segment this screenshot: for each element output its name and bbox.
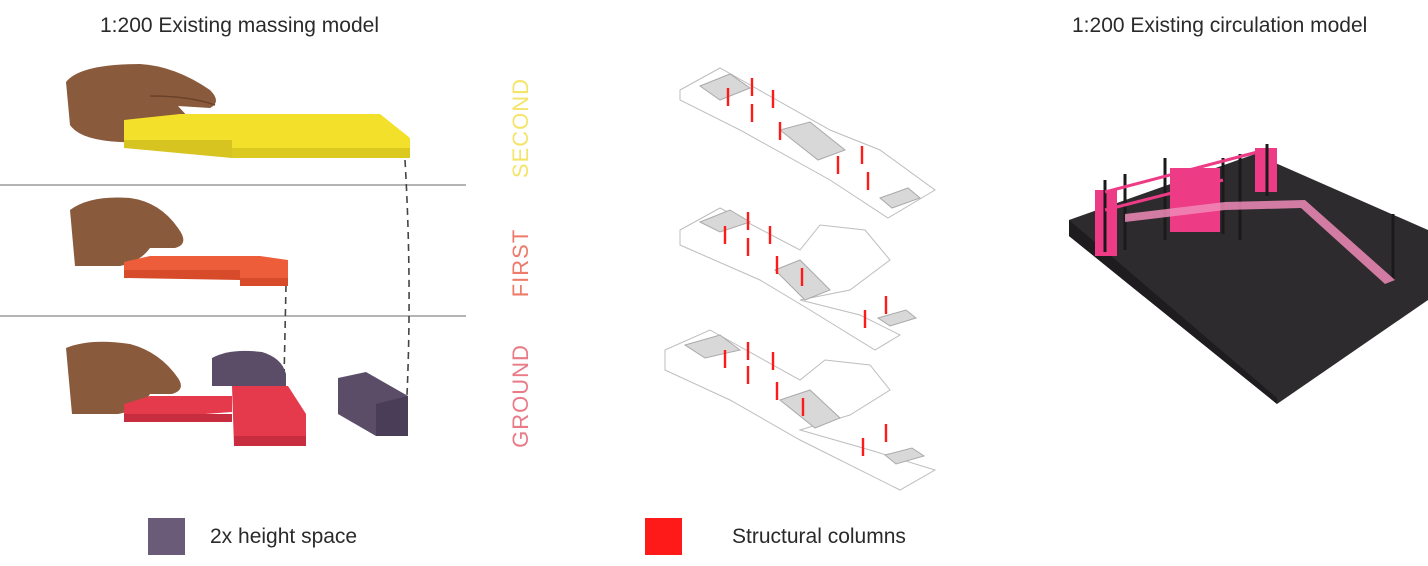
structural-columns [723,78,888,456]
double-height-block-back [212,350,286,386]
ground-floor-massing [66,341,408,446]
pink-mass [1170,168,1220,232]
legend-swatch-columns [645,518,682,555]
floor-label-second: SECOND [508,77,533,179]
floor-dividers [0,159,466,396]
first-floor-massing [70,197,288,286]
second-level-outline [679,67,936,219]
circulation-ramp [1125,200,1395,284]
floor-label-ground: GROUND [508,344,533,448]
circulation-model [1069,144,1428,404]
hand-icon [70,197,184,266]
second-floor-massing [66,64,410,158]
first-level-outline [679,207,902,351]
dashed-connector-second-ground [404,159,410,396]
dashed-connector-first-ground [283,284,287,381]
legend-label-double-height: 2x height space [210,525,358,548]
hand-icon [66,341,181,414]
circulation-model-title: 1:200 Existing circulation model [1072,14,1368,37]
legend-swatch-double-height [148,518,185,555]
massing-model-title: 1:200 Existing massing model [100,14,379,37]
floor-label-first: FIRST [508,228,533,298]
second-floor-slab [124,114,410,158]
legend-label-columns: Structural columns [732,525,906,548]
ground-level-outline [664,329,937,491]
exploded-axonometric-drawing [664,67,937,491]
